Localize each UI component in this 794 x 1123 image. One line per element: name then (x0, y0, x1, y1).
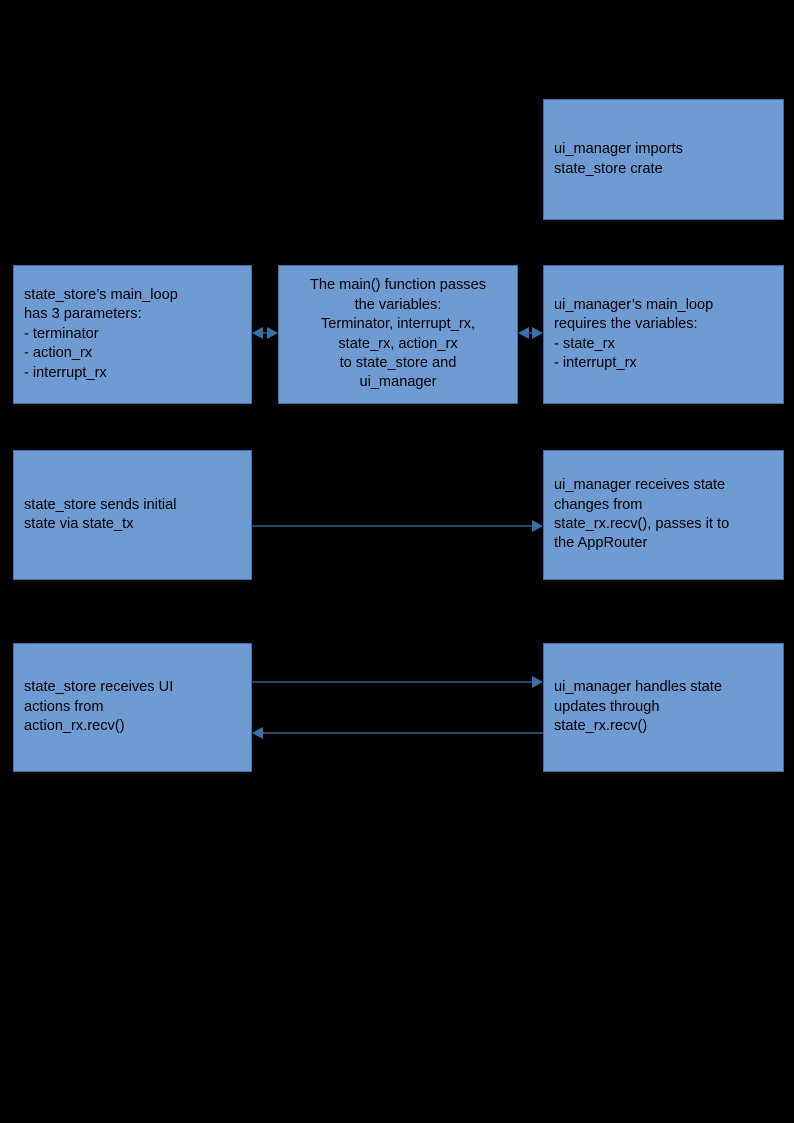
node-state-store-sends-initial-state-label: state_store sends initial state via stat… (24, 496, 177, 532)
arrowhead-icon (532, 327, 543, 339)
node-ui-manager-handles-state-updates-label: ui_manager handles state updates through… (554, 679, 722, 735)
node-ui-manager-main-loop-label: ui_manager’s main_loop requires the vari… (554, 296, 714, 371)
edge-bidirectional-center-right (510, 325, 551, 342)
node-ui-manager-main-loop[interactable]: ui_manager’s main_loop requires the vari… (543, 265, 784, 404)
node-state-store-receives-ui-actions[interactable]: state_store receives UI actions from act… (13, 643, 252, 772)
node-ui-manager-handles-state-updates[interactable]: ui_manager handles state updates through… (543, 643, 784, 772)
edge-initial-state-to-ui-manager (244, 518, 551, 535)
node-main-function-passes-label: The main() function passes the variables… (309, 277, 487, 391)
edge-ui-manager-back-to-state-store (244, 725, 551, 742)
edge-bidirectional-left-center (244, 325, 286, 342)
arrowhead-icon (532, 520, 543, 532)
node-ui-manager-imports[interactable]: ui_manager imports state_store crate (543, 99, 784, 220)
node-state-store-main-loop[interactable]: state_store’s main_loop has 3 parameters… (13, 265, 252, 404)
arrowhead-icon (252, 327, 263, 339)
node-ui-manager-receives-state-changes[interactable]: ui_manager receives state changes from s… (543, 450, 784, 580)
node-state-store-receives-ui-actions-label: state_store receives UI actions from act… (24, 679, 174, 735)
arrowhead-icon (252, 727, 263, 739)
arrowhead-icon (532, 676, 543, 688)
node-state-store-main-loop-label: state_store’s main_loop has 3 parameters… (24, 286, 178, 381)
node-state-store-sends-initial-state[interactable]: state_store sends initial state via stat… (13, 450, 252, 580)
arrowhead-icon (518, 327, 529, 339)
node-ui-manager-receives-state-changes-label: ui_manager receives state changes from s… (554, 477, 730, 552)
node-main-function-passes[interactable]: The main() function passes the variables… (278, 265, 518, 404)
node-ui-manager-imports-label: ui_manager imports state_store crate (554, 141, 683, 177)
arrowhead-icon (267, 327, 278, 339)
edge-ui-actions-to-ui-manager (244, 674, 551, 691)
